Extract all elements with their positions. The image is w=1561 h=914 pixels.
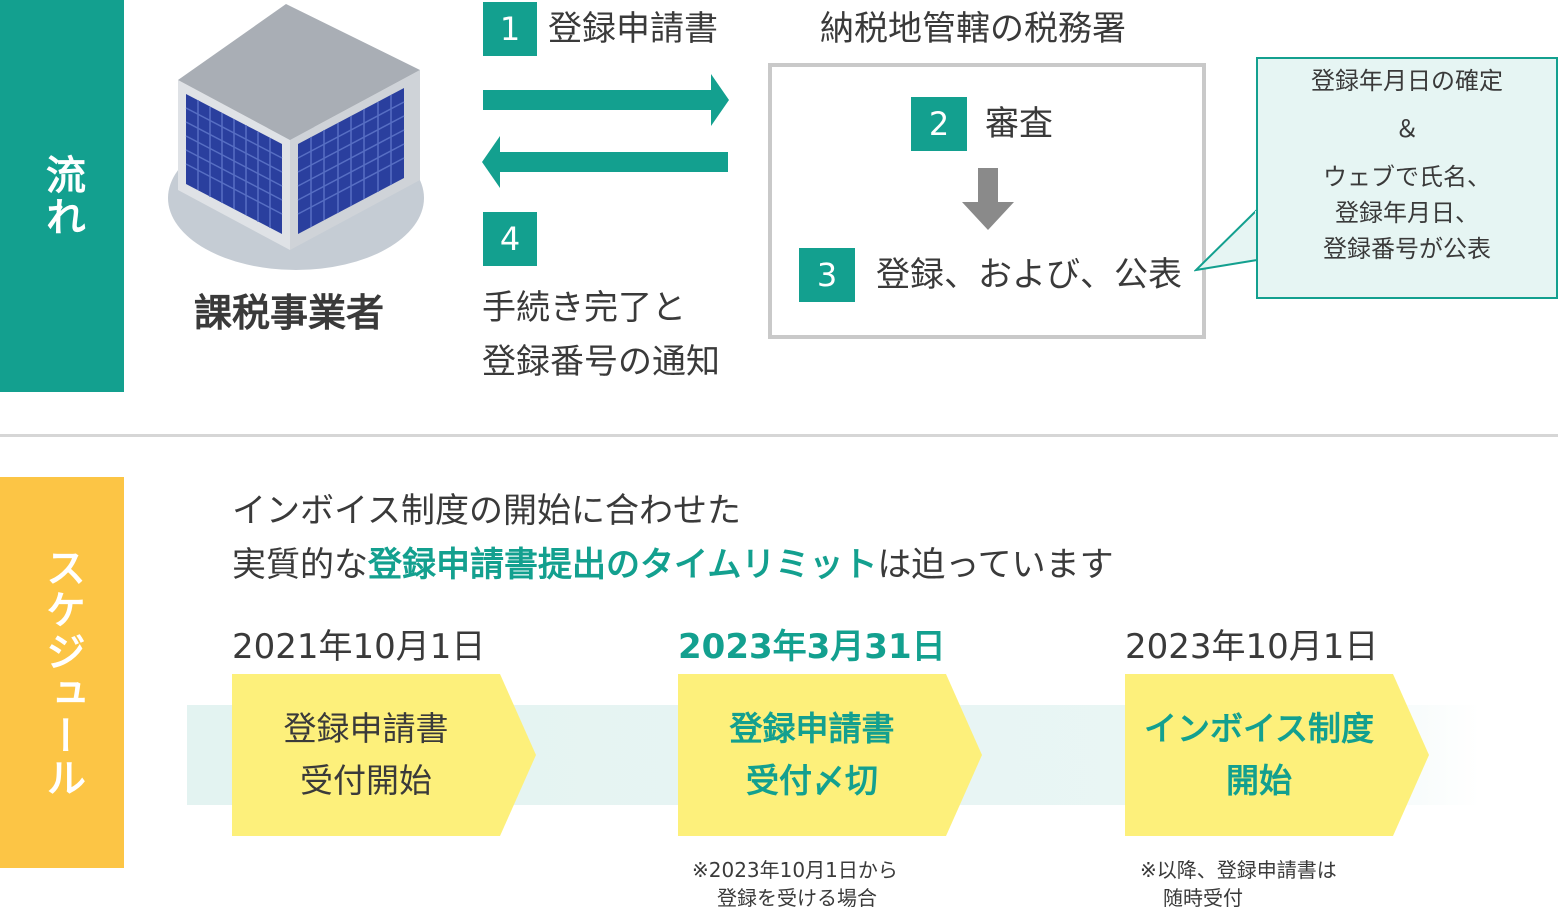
step-2-number: 2 [911, 97, 967, 151]
arrow-left-icon [482, 136, 728, 188]
callout-pointer [1194, 207, 1259, 272]
milestone-2-box: 登録申請書 受付〆切 [678, 674, 982, 836]
section-divider [0, 434, 1558, 437]
schedule-tab-label: スケジュール [39, 546, 85, 799]
step-3-label: 登録、および、公表 [876, 255, 1182, 295]
step-3-number: 3 [799, 248, 855, 302]
milestone-1-box: 登録申請書 受付開始 [232, 674, 536, 836]
tax-office-title: 納税地管轄の税務署 [820, 9, 1126, 49]
milestone-2-note-line2: 登録を受ける場合 [717, 886, 877, 910]
business-label: 課税事業者 [194, 291, 385, 335]
step-2-label: 審査 [985, 104, 1053, 144]
intro-line-2: 実質的な登録申請書提出のタイムリミットは迫っています [232, 548, 1114, 582]
milestone-3-box: インボイス制度 開始 [1125, 674, 1429, 836]
callout-line: ＆ [1395, 115, 1419, 143]
flow-tab-label: 流れ [39, 154, 85, 238]
milestone-2-note-line1: ※2023年10月1日から [692, 858, 898, 882]
step-1-label: 登録申請書 [548, 9, 718, 49]
intro-line-1: インボイス制度の開始に合わせた [232, 491, 741, 531]
callout-line: 登録年月日の確定 [1311, 67, 1503, 95]
milestone-3-line1: インボイス制度 [1143, 709, 1374, 748]
milestone-2-line2: 受付〆切 [746, 761, 878, 800]
office-building-icon [168, 4, 424, 270]
arrow-right-icon [483, 74, 729, 126]
step-4-label-line2: 登録番号の通知 [482, 342, 720, 382]
intro-highlight: 登録申請書提出のタイムリミット [368, 545, 878, 585]
step-4-label-line1: 手続き完了と [482, 288, 686, 328]
schedule-tab: スケジュール [0, 477, 124, 868]
milestone-1-date: 2021年10月1日 [232, 627, 486, 667]
milestone-3-note-line2: 随時受付 [1163, 886, 1243, 910]
publication-callout: 登録年月日の確定 ＆ ウェブで氏名、 登録年月日、 登録番号が公表 [1256, 57, 1558, 299]
milestone-2-date: 2023年3月31日 [678, 627, 946, 667]
step-4-number: 4 [483, 212, 537, 266]
callout-line: 登録年月日、 [1335, 199, 1479, 227]
milestone-3-note-line1: ※以降、登録申請書は [1140, 858, 1337, 882]
milestone-3-date: 2023年10月1日 [1125, 627, 1379, 667]
callout-line: ウェブで氏名、 [1323, 163, 1491, 191]
milestone-3-line2: 開始 [1226, 761, 1292, 800]
flow-tab: 流れ [0, 0, 124, 392]
arrow-down-icon [962, 168, 1014, 230]
milestone-1-line1: 登録申請書 [283, 709, 449, 748]
intro-suffix: は迫っています [877, 545, 1114, 585]
intro-prefix: 実質的な [232, 545, 368, 585]
step-1-number: 1 [483, 2, 537, 56]
milestone-2-line1: 登録申請書 [729, 709, 895, 748]
callout-line: 登録番号が公表 [1323, 235, 1491, 263]
milestone-1-line2: 受付開始 [300, 761, 432, 800]
